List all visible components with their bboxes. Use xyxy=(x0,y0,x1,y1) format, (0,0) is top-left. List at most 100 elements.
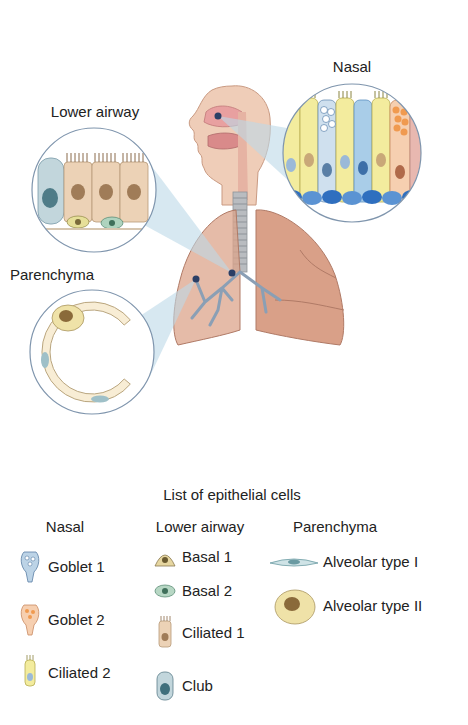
nasal-epithelium xyxy=(340,155,350,169)
magnifier-circle: Parenchyma xyxy=(29,289,155,415)
legend-icons xyxy=(162,588,168,594)
region-heading: Nasal xyxy=(333,58,371,76)
legend-label: Goblet 1 xyxy=(48,558,105,576)
magnifier-circle: Nasal xyxy=(282,83,422,223)
body-figure xyxy=(208,133,240,149)
legend-icons xyxy=(28,615,32,619)
legend-icons xyxy=(31,557,35,561)
legend-icons xyxy=(25,609,29,613)
airway-epithelium xyxy=(42,188,58,208)
nasal-epithelium xyxy=(285,91,387,98)
legend-title: List of epithelial cells xyxy=(163,486,301,504)
airway-epithelium xyxy=(71,184,85,200)
airway-epithelium xyxy=(101,217,123,229)
legend-label: Alveolar type I xyxy=(323,553,418,571)
airway-epithelium xyxy=(36,228,152,230)
nasal-epithelium xyxy=(393,107,400,114)
legend-icons xyxy=(270,559,318,566)
legend-icons xyxy=(162,633,169,641)
nasal-epithelium xyxy=(395,165,405,179)
airway-epithelium xyxy=(120,162,148,222)
legend-label: Club xyxy=(182,677,213,695)
alveolus xyxy=(59,310,73,322)
nasal-epithelium xyxy=(372,98,390,202)
legend-label: Goblet 2 xyxy=(48,611,105,629)
legend-label: Basal 2 xyxy=(182,582,232,600)
circle-outline xyxy=(31,127,157,253)
region-heading: Lower airway xyxy=(51,103,139,121)
column-heading: Nasal xyxy=(46,518,84,536)
alveolus xyxy=(41,302,130,402)
region-heading: Parenchyma xyxy=(10,266,94,284)
magnifier-beam xyxy=(215,113,222,120)
magnifier-ground xyxy=(283,84,421,222)
legend-icons xyxy=(161,616,170,621)
nasal-epithelium xyxy=(318,100,336,202)
alveolus xyxy=(52,305,84,331)
nasal-epithelium xyxy=(395,116,402,123)
magnifier-ground xyxy=(30,84,421,414)
legend-icons xyxy=(288,560,300,565)
circle-outline xyxy=(30,290,154,414)
magnifier-beam xyxy=(146,164,232,273)
magnifier-beam xyxy=(140,113,290,377)
nasal-epithelium xyxy=(402,119,409,126)
nasal-epithelium xyxy=(358,161,368,175)
legend-icons xyxy=(21,552,39,582)
legend-icons xyxy=(25,660,35,686)
nasal-epithelium xyxy=(328,109,335,116)
nasal-epithelium xyxy=(321,125,328,132)
legend-icons xyxy=(284,597,300,611)
circle-outline xyxy=(282,83,422,223)
legend-icons xyxy=(160,683,170,695)
body-figure xyxy=(256,210,344,345)
airway-epithelium xyxy=(75,219,81,225)
legend-icons xyxy=(31,610,35,614)
legend-label: Ciliated 2 xyxy=(48,664,111,682)
legend-icons xyxy=(162,557,168,563)
nasal-epithelium xyxy=(362,190,382,204)
circle-outline xyxy=(283,84,421,222)
legend-icons xyxy=(25,556,29,560)
legend-icons xyxy=(27,673,33,681)
magnifier-beam xyxy=(218,116,290,182)
nasal-epithelium xyxy=(321,107,328,114)
nasal-epithelium xyxy=(286,158,296,172)
nasal-epithelium xyxy=(342,191,362,205)
body-figure xyxy=(174,86,344,345)
nasal-epithelium xyxy=(336,98,354,202)
airway-epithelium xyxy=(127,184,141,200)
body-figure xyxy=(275,250,344,310)
legend-icons xyxy=(28,562,32,566)
legend-icons xyxy=(155,585,175,597)
magnifier-beam xyxy=(229,270,236,277)
magnifier-ground xyxy=(32,128,156,252)
column-heading: Parenchyma xyxy=(293,518,377,536)
nasal-epithelium xyxy=(354,100,372,202)
legend-label: Alveolar type II xyxy=(323,597,422,615)
nasal-epithelium xyxy=(390,100,410,202)
circle-outline xyxy=(29,289,155,415)
nasal-epithelium xyxy=(300,98,318,202)
airway-epithelium xyxy=(38,158,64,224)
nasal-epithelium xyxy=(322,163,332,177)
legend-icons xyxy=(159,621,171,647)
airway-epithelium xyxy=(64,162,92,222)
legend-icons xyxy=(275,590,315,624)
legend-icons xyxy=(21,605,39,635)
nasal-epithelium xyxy=(329,121,336,128)
nasal-epithelium xyxy=(322,190,342,204)
circle-outline xyxy=(32,128,156,252)
nasal-epithelium xyxy=(376,153,386,167)
legend-icons xyxy=(21,552,318,700)
body-figure xyxy=(192,272,280,325)
magnifier-beam xyxy=(193,276,200,283)
legend-icons xyxy=(27,655,33,660)
airway-epithelium xyxy=(92,162,120,222)
legend-icons xyxy=(157,672,173,700)
nasal-epithelium xyxy=(401,109,408,116)
alveolus xyxy=(91,396,109,403)
airway-epithelium xyxy=(67,153,143,162)
legend-icons xyxy=(155,555,175,566)
